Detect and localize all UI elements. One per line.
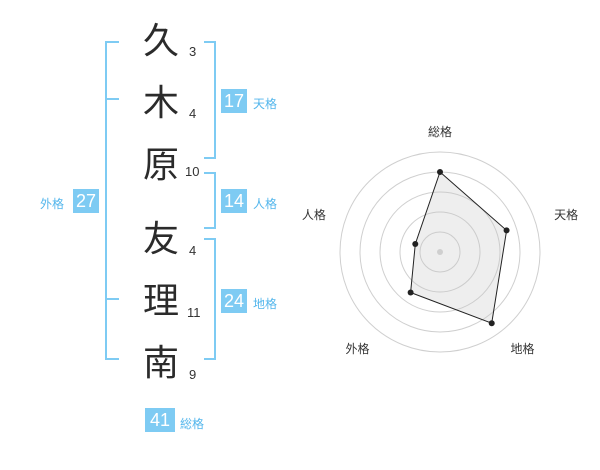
stroke-count-3: 10 bbox=[185, 164, 200, 179]
gaikaku-bracket-vertical bbox=[105, 41, 107, 360]
stroke-count-6: 9 bbox=[189, 367, 197, 382]
gaikaku-bracket-tick-2 bbox=[105, 98, 119, 100]
radar-axis-label-5: 人格 bbox=[302, 207, 326, 222]
tenkaku-badge: 17 bbox=[221, 89, 247, 113]
radar-ring-3 bbox=[379, 191, 501, 313]
stroke-count-4: 4 bbox=[189, 243, 197, 258]
gaikaku-bracket-tick-top bbox=[105, 41, 119, 43]
name-char-3: 原 bbox=[142, 145, 179, 186]
gaikaku-bracket-tick-bottom bbox=[105, 358, 119, 360]
radar-polygon bbox=[410, 171, 508, 324]
radar-axis-label-1: 総格 bbox=[428, 124, 452, 139]
tenkaku-label: 天格 bbox=[253, 97, 278, 111]
radar-axis-label-3: 地格 bbox=[511, 341, 535, 356]
soukaku-badge: 41 bbox=[145, 408, 175, 432]
gaikaku-bracket-tick-5 bbox=[105, 298, 119, 300]
chikaku-bracket-tick-bottom bbox=[204, 358, 216, 360]
gaikaku-label: 外格 bbox=[40, 197, 65, 211]
name-char-1: 久 bbox=[142, 21, 179, 62]
name-char-4: 友 bbox=[142, 219, 179, 260]
chikaku-badge: 24 bbox=[221, 289, 247, 313]
jinkaku-badge: 14 bbox=[221, 189, 247, 213]
name-char-5: 理 bbox=[142, 281, 179, 322]
name-char-2: 木 bbox=[142, 83, 179, 124]
tenkaku-bracket-vertical bbox=[214, 41, 216, 159]
stroke-count-1: 3 bbox=[189, 44, 197, 59]
chikaku-bracket-tick-top bbox=[204, 238, 216, 240]
tenkaku-bracket-tick-bottom bbox=[204, 157, 216, 159]
radar-point-4 bbox=[407, 289, 414, 296]
radar-ring-2 bbox=[399, 211, 481, 293]
jinkaku-bracket-tick-top bbox=[204, 172, 216, 174]
stroke-count-2: 4 bbox=[189, 106, 197, 121]
jinkaku-bracket-vertical bbox=[214, 172, 216, 229]
chikaku-label: 地格 bbox=[253, 297, 278, 311]
stroke-count-5: 11 bbox=[187, 305, 201, 320]
chikaku-bracket-vertical bbox=[214, 238, 216, 360]
gaikaku-badge: 27 bbox=[73, 189, 99, 213]
jinkaku-bracket-tick-bottom bbox=[204, 227, 216, 229]
radar-center-dot bbox=[437, 249, 443, 255]
radar-point-1 bbox=[437, 169, 443, 175]
tenkaku-bracket-tick-top bbox=[204, 41, 216, 43]
soukaku-label: 総格 bbox=[180, 417, 205, 431]
name-char-6: 南 bbox=[142, 343, 179, 384]
radar-point-2 bbox=[503, 227, 510, 234]
radar-ring-5 bbox=[339, 151, 541, 353]
radar-ring-1 bbox=[419, 231, 461, 273]
radar-point-3 bbox=[488, 320, 495, 327]
radar-axis-label-2: 天格 bbox=[554, 207, 578, 222]
radar-axis-label-4: 外格 bbox=[345, 341, 369, 356]
jinkaku-label: 人格 bbox=[253, 197, 278, 211]
radar-point-5 bbox=[412, 240, 419, 247]
